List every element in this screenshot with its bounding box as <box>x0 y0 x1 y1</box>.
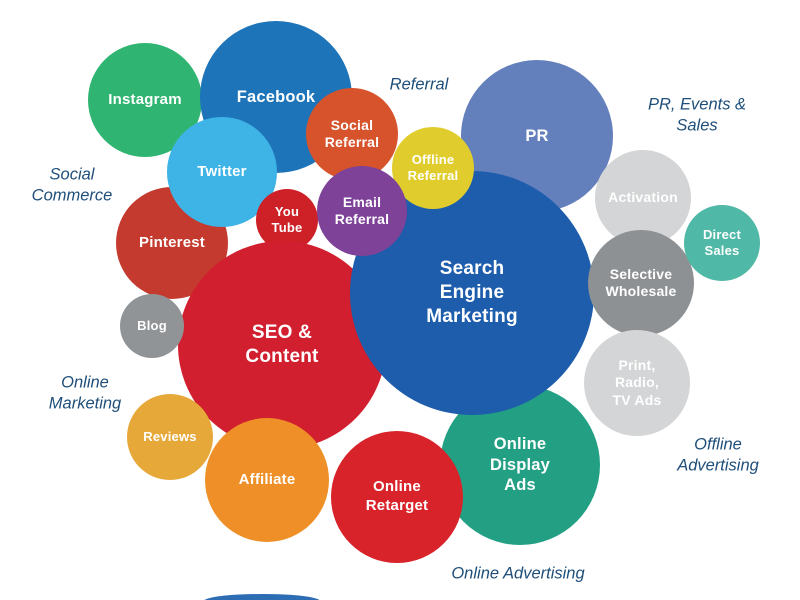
annotation-offline-advertising: Offline Advertising <box>677 435 759 475</box>
annotation-referral: Referral <box>389 75 449 94</box>
bubble-youtube: You Tube <box>256 189 318 251</box>
bubble-instagram: Instagram <box>88 43 202 157</box>
bubble-label-social-referral: Social Referral <box>324 116 380 151</box>
bubble-print-radio-tv-ads: Print, Radio, TV Ads <box>584 330 690 436</box>
bubble-label-seo-content: SEO & Content <box>245 322 319 367</box>
bubble-blog: Blog <box>120 294 184 358</box>
bubble-offline-referral: Offline Referral <box>392 127 474 209</box>
bubble-label-pinterest: Pinterest <box>139 233 205 251</box>
bubble-label-instagram: Instagram <box>108 90 182 108</box>
bubble-label-search-engine-marketing: Search Engine Marketing <box>426 258 518 327</box>
annotation-online-advertising: Online Advertising <box>451 564 585 583</box>
bubble-label-print-radio-tv-ads: Print, Radio, TV Ads <box>612 356 662 408</box>
bubble-label-youtube: You Tube <box>271 203 303 235</box>
bubble-label-activation: Activation <box>608 189 678 206</box>
bubble-label-pr: PR <box>525 126 549 145</box>
bubble-affiliate: Affiliate <box>205 418 329 542</box>
bubble-label-affiliate: Affiliate <box>238 470 296 488</box>
bubble-reviews: Reviews <box>127 394 213 480</box>
bubble-label-reviews: Reviews <box>143 428 197 444</box>
bubble-label-facebook: Facebook <box>236 87 316 106</box>
bubble-label-email-referral: Email Referral <box>334 193 390 228</box>
bubble-label-online-retarget: Online Retarget <box>365 478 429 514</box>
bubble-online-retarget: Online Retarget <box>331 431 463 563</box>
bubble-label-blog: Blog <box>137 317 167 333</box>
bubble-label-offline-referral: Offline Referral <box>407 151 459 183</box>
bubble-label-selective-wholesale: Selective Wholesale <box>605 265 677 300</box>
annotation-pr-events-sales: PR, Events & Sales <box>647 95 747 135</box>
annotation-online-marketing: Online Marketing <box>48 373 122 413</box>
bubble-direct-sales: Direct Sales <box>684 205 760 281</box>
bubble-email-referral: Email Referral <box>317 166 407 256</box>
cropped-bubble-shape <box>204 594 320 600</box>
bubble-label-online-display-ads: Online Display Ads <box>489 435 551 495</box>
bubble-social-referral: Social Referral <box>306 88 398 180</box>
bubble-selective-wholesale: Selective Wholesale <box>588 230 694 336</box>
annotation-social-commerce: Social Commerce <box>31 165 113 205</box>
bubble-label-direct-sales: Direct Sales <box>702 226 742 258</box>
bubble-label-twitter: Twitter <box>197 162 247 180</box>
